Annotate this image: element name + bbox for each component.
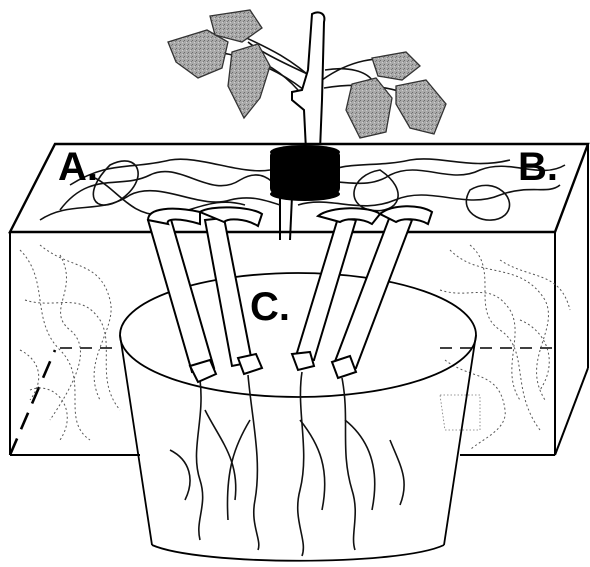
inner-root-b4 <box>500 260 570 390</box>
collar-bottom <box>270 187 340 201</box>
pot-root-3 <box>248 375 259 550</box>
leaf-4 <box>372 52 420 80</box>
inner-root-a4 <box>50 255 80 420</box>
leaf-6 <box>396 80 446 134</box>
pot-root-5 <box>298 372 304 556</box>
tube-1 <box>148 216 214 372</box>
leaf-1 <box>168 30 228 78</box>
pot-root-4 <box>227 420 250 520</box>
pot-right-side <box>444 335 476 545</box>
inner-root-a5 <box>20 350 67 440</box>
tube-3-end <box>292 352 314 370</box>
inner-root-a3 <box>25 300 120 410</box>
pot-root-8 <box>345 420 375 510</box>
leaf-3 <box>228 44 270 118</box>
inner-root-a1 <box>20 250 90 440</box>
inner-root-b5 <box>445 360 505 450</box>
pot-bottom <box>152 545 444 561</box>
inner-root-a2 <box>40 245 111 400</box>
box-bottom-right-edge <box>555 368 588 455</box>
plant-shoot <box>168 10 446 150</box>
label-compartment-a: A. <box>58 145 98 189</box>
leaf-5 <box>346 78 392 138</box>
pot <box>120 273 476 561</box>
pot-root-2 <box>205 410 236 500</box>
pot-root-9 <box>170 440 404 505</box>
collar-top <box>270 145 340 159</box>
inner-root-b1 <box>450 250 548 400</box>
stem <box>292 12 324 150</box>
label-pot-c: C. <box>250 285 290 329</box>
stem-collar <box>270 145 340 201</box>
label-compartment-b: B. <box>518 145 558 189</box>
inner-root-b6 <box>440 395 480 430</box>
pot-root-7 <box>342 378 355 550</box>
pot-root-1 <box>196 380 202 540</box>
tube-2-end <box>238 354 262 374</box>
tube-2 <box>205 218 252 366</box>
box-hidden-edge <box>10 350 55 455</box>
pot-left-side <box>120 335 152 545</box>
inner-root-b3 <box>440 290 520 400</box>
